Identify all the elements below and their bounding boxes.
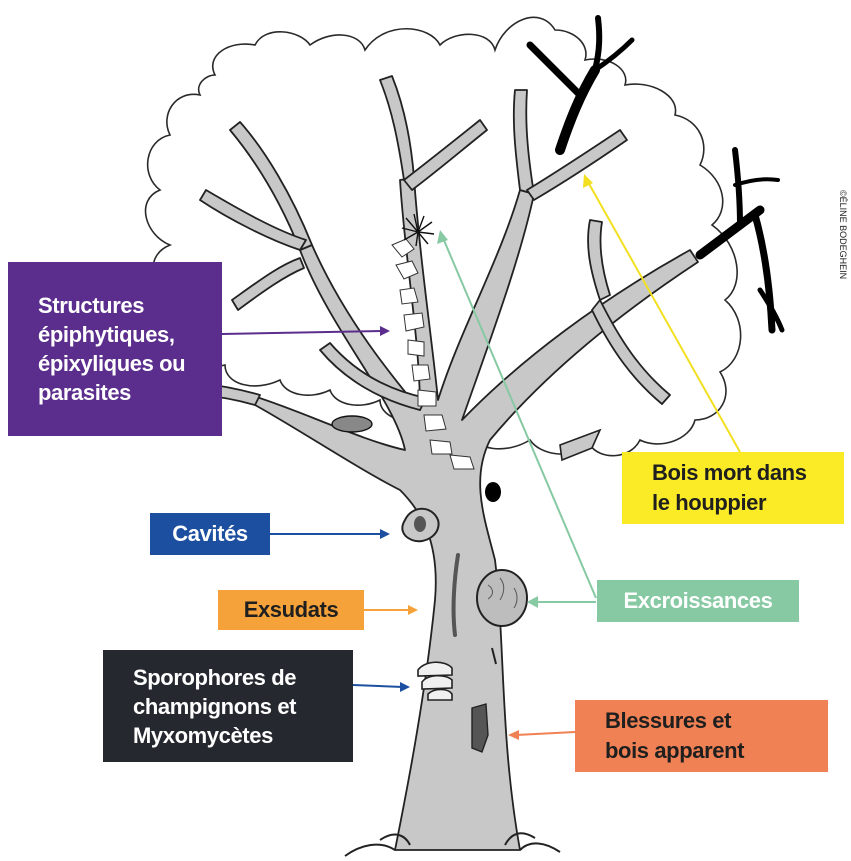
epiphyte-patches <box>391 238 475 470</box>
label-line: épiphytiques, <box>38 322 175 347</box>
label-line: Myxomycètes <box>133 722 273 748</box>
label-excroissances: Excroissances <box>597 580 799 622</box>
label-line: Blessures et <box>605 708 732 733</box>
label-sporophores: Sporophores de champignons et Myxomycète… <box>103 650 353 762</box>
wound <box>471 703 489 753</box>
burl <box>476 569 528 627</box>
dead-wood <box>526 15 785 334</box>
label-blessures: Blessures et bois apparent <box>575 700 828 772</box>
cavity-black <box>485 482 501 502</box>
label-structures-epiphytiques: Structures épiphytiques, épixyliques ou … <box>8 262 222 436</box>
image-credit: ©ÉLINE BODEGHEIN <box>838 190 848 280</box>
label-line: Cavités <box>172 521 248 546</box>
label-line: Structures <box>38 293 145 318</box>
label-line: le houppier <box>652 490 767 515</box>
label-line: Exsudats <box>243 597 339 622</box>
label-cavites: Cavités <box>150 513 270 555</box>
exudate-streak <box>451 553 460 637</box>
broken-branch-stub <box>559 428 602 462</box>
nest <box>331 415 373 433</box>
label-line: bois apparent <box>605 738 745 763</box>
label-line: Sporophores de <box>133 664 297 690</box>
label-line: Bois mort dans <box>652 460 807 485</box>
label-line: champignons et <box>133 693 297 719</box>
tree-body <box>129 75 699 851</box>
label-exsudats: Exsudats <box>218 590 364 630</box>
label-line: Excroissances <box>623 588 773 613</box>
roots <box>344 832 561 857</box>
fungus-brackets <box>417 661 453 701</box>
arrows <box>221 174 741 740</box>
epiphyte-tuft <box>401 213 435 247</box>
label-bois-mort: Bois mort dans le houppier <box>622 452 844 524</box>
label-line: parasites <box>38 380 132 405</box>
label-line: épixyliques ou <box>38 351 186 376</box>
